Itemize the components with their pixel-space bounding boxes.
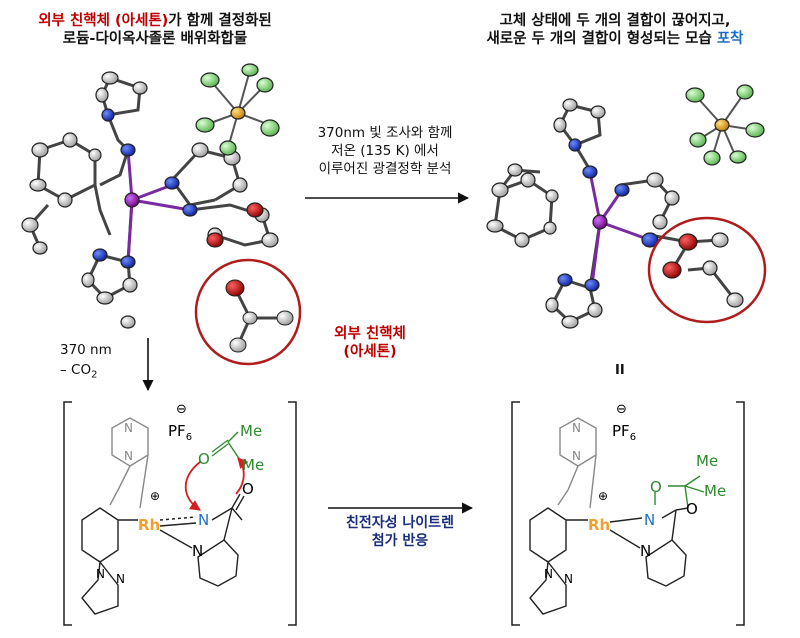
- left-pz-n4: N: [116, 572, 125, 586]
- top-right-caption-highlight: 포착: [716, 31, 744, 47]
- nucleophile-label-line2: (아세톤): [343, 344, 397, 360]
- top-left-caption-line2: 로듐-다이옥사졸론 배위화합물: [62, 31, 248, 47]
- bottom-arrow-line1: 친전자성 나이트렌: [346, 515, 454, 531]
- left-carbonyl-o: O: [242, 480, 254, 498]
- scheme-left-structure: [81, 417, 249, 615]
- scheme-right-labels: ⊖ PF6 Rh ⊕ N O O Me Me N N N N N: [544, 402, 726, 586]
- acetone-circle-left: [194, 258, 302, 366]
- right-pyridine-n: N: [640, 542, 651, 560]
- down-arrow-sub: 2: [91, 369, 98, 381]
- top-right-caption: 고체 상태에 두 개의 결합이 끊어지고, 새로운 두 개의 결합이 형성되는 …: [430, 12, 800, 48]
- pf6-right: [685, 84, 765, 166]
- right-ring-o-right: O: [686, 500, 698, 518]
- right-minus-charge: ⊖: [616, 402, 627, 417]
- nucleophile-label: 외부 친핵체 (아세톤): [320, 325, 420, 361]
- right-rh-charge: ⊕: [598, 489, 608, 503]
- left-me-top: Me: [240, 422, 262, 440]
- left-acetone-o: O: [198, 450, 210, 468]
- nucleophile-label-line1: 외부 친핵체: [334, 326, 406, 342]
- right-pz-n3: N: [544, 567, 553, 581]
- left-pz-n2: N: [124, 449, 133, 463]
- bracket-left-scheme: [63, 401, 297, 626]
- scheme-left-labels: ⊖ PF6 Rh ⊕ N O N O Me Me N N N N: [96, 402, 264, 586]
- crystal-structure-right: [486, 84, 767, 329]
- bottom-arrow-line2: 첨가 반응: [371, 533, 429, 549]
- right-ring-n: N: [644, 511, 655, 529]
- down-arrow-line2: – CO: [60, 362, 92, 378]
- bottom-arrow-text: 친전자성 나이트렌 첨가 반응: [330, 514, 470, 550]
- right-pz-n2: N: [572, 449, 581, 463]
- right-me-right: Me: [704, 482, 726, 500]
- down-arrow-line1: 370 nm: [60, 342, 112, 358]
- right-ring-o-top: O: [650, 478, 662, 496]
- left-pyridine-n: N: [192, 542, 203, 560]
- left-pz-n1: N: [124, 421, 133, 435]
- bracket-right-scheme: [511, 401, 745, 626]
- top-left-caption-rest: 가 함께 결정화된: [168, 13, 272, 29]
- right-pz-n4: N: [564, 572, 573, 586]
- left-nitrene-n: N: [198, 511, 209, 529]
- middle-arrow-line3: 이루어진 광결정학 분석: [318, 161, 452, 177]
- top-left-caption-highlight: 외부 친핵체 (아세톤): [38, 13, 169, 29]
- scheme-right-structure: [529, 417, 705, 615]
- left-rh-atom: Rh: [138, 516, 160, 534]
- right-me-top: Me: [696, 452, 718, 470]
- left-me-bottom: Me: [242, 456, 264, 474]
- right-pz-n1: N: [572, 421, 581, 435]
- left-minus-charge: ⊖: [176, 402, 187, 417]
- top-right-caption-line2: 새로운 두 개의 결합이 형성되는 모습: [486, 31, 717, 47]
- top-left-caption: 외부 친핵체 (아세톤)가 함께 결정화된 로듐-다이옥사졸론 배위화합물: [0, 12, 310, 48]
- pf6-left: [195, 63, 280, 156]
- middle-arrow-line1: 370nm 빛 조사와 함께: [317, 125, 453, 141]
- top-right-caption-line1: 고체 상태에 두 개의 결합이 끊어지고,: [499, 13, 731, 29]
- left-rh-charge: ⊕: [150, 489, 160, 503]
- right-rh-atom: Rh: [588, 516, 610, 534]
- middle-arrow-text: 370nm 빛 조사와 함께 저온 (135 K) 에서 이루어진 광결정학 분…: [300, 124, 470, 178]
- product-numeral: II: [615, 363, 625, 378]
- crystal-structure-left: [21, 63, 280, 329]
- left-counterion: PF6: [168, 422, 192, 443]
- highlight-circle-right: [647, 216, 767, 324]
- middle-arrow-line2: 저온 (135 K) 에서: [331, 143, 439, 159]
- left-pz-n3: N: [96, 567, 105, 581]
- down-arrow-text: 370 nm – CO2: [60, 340, 112, 386]
- right-counterion: PF6: [612, 422, 636, 443]
